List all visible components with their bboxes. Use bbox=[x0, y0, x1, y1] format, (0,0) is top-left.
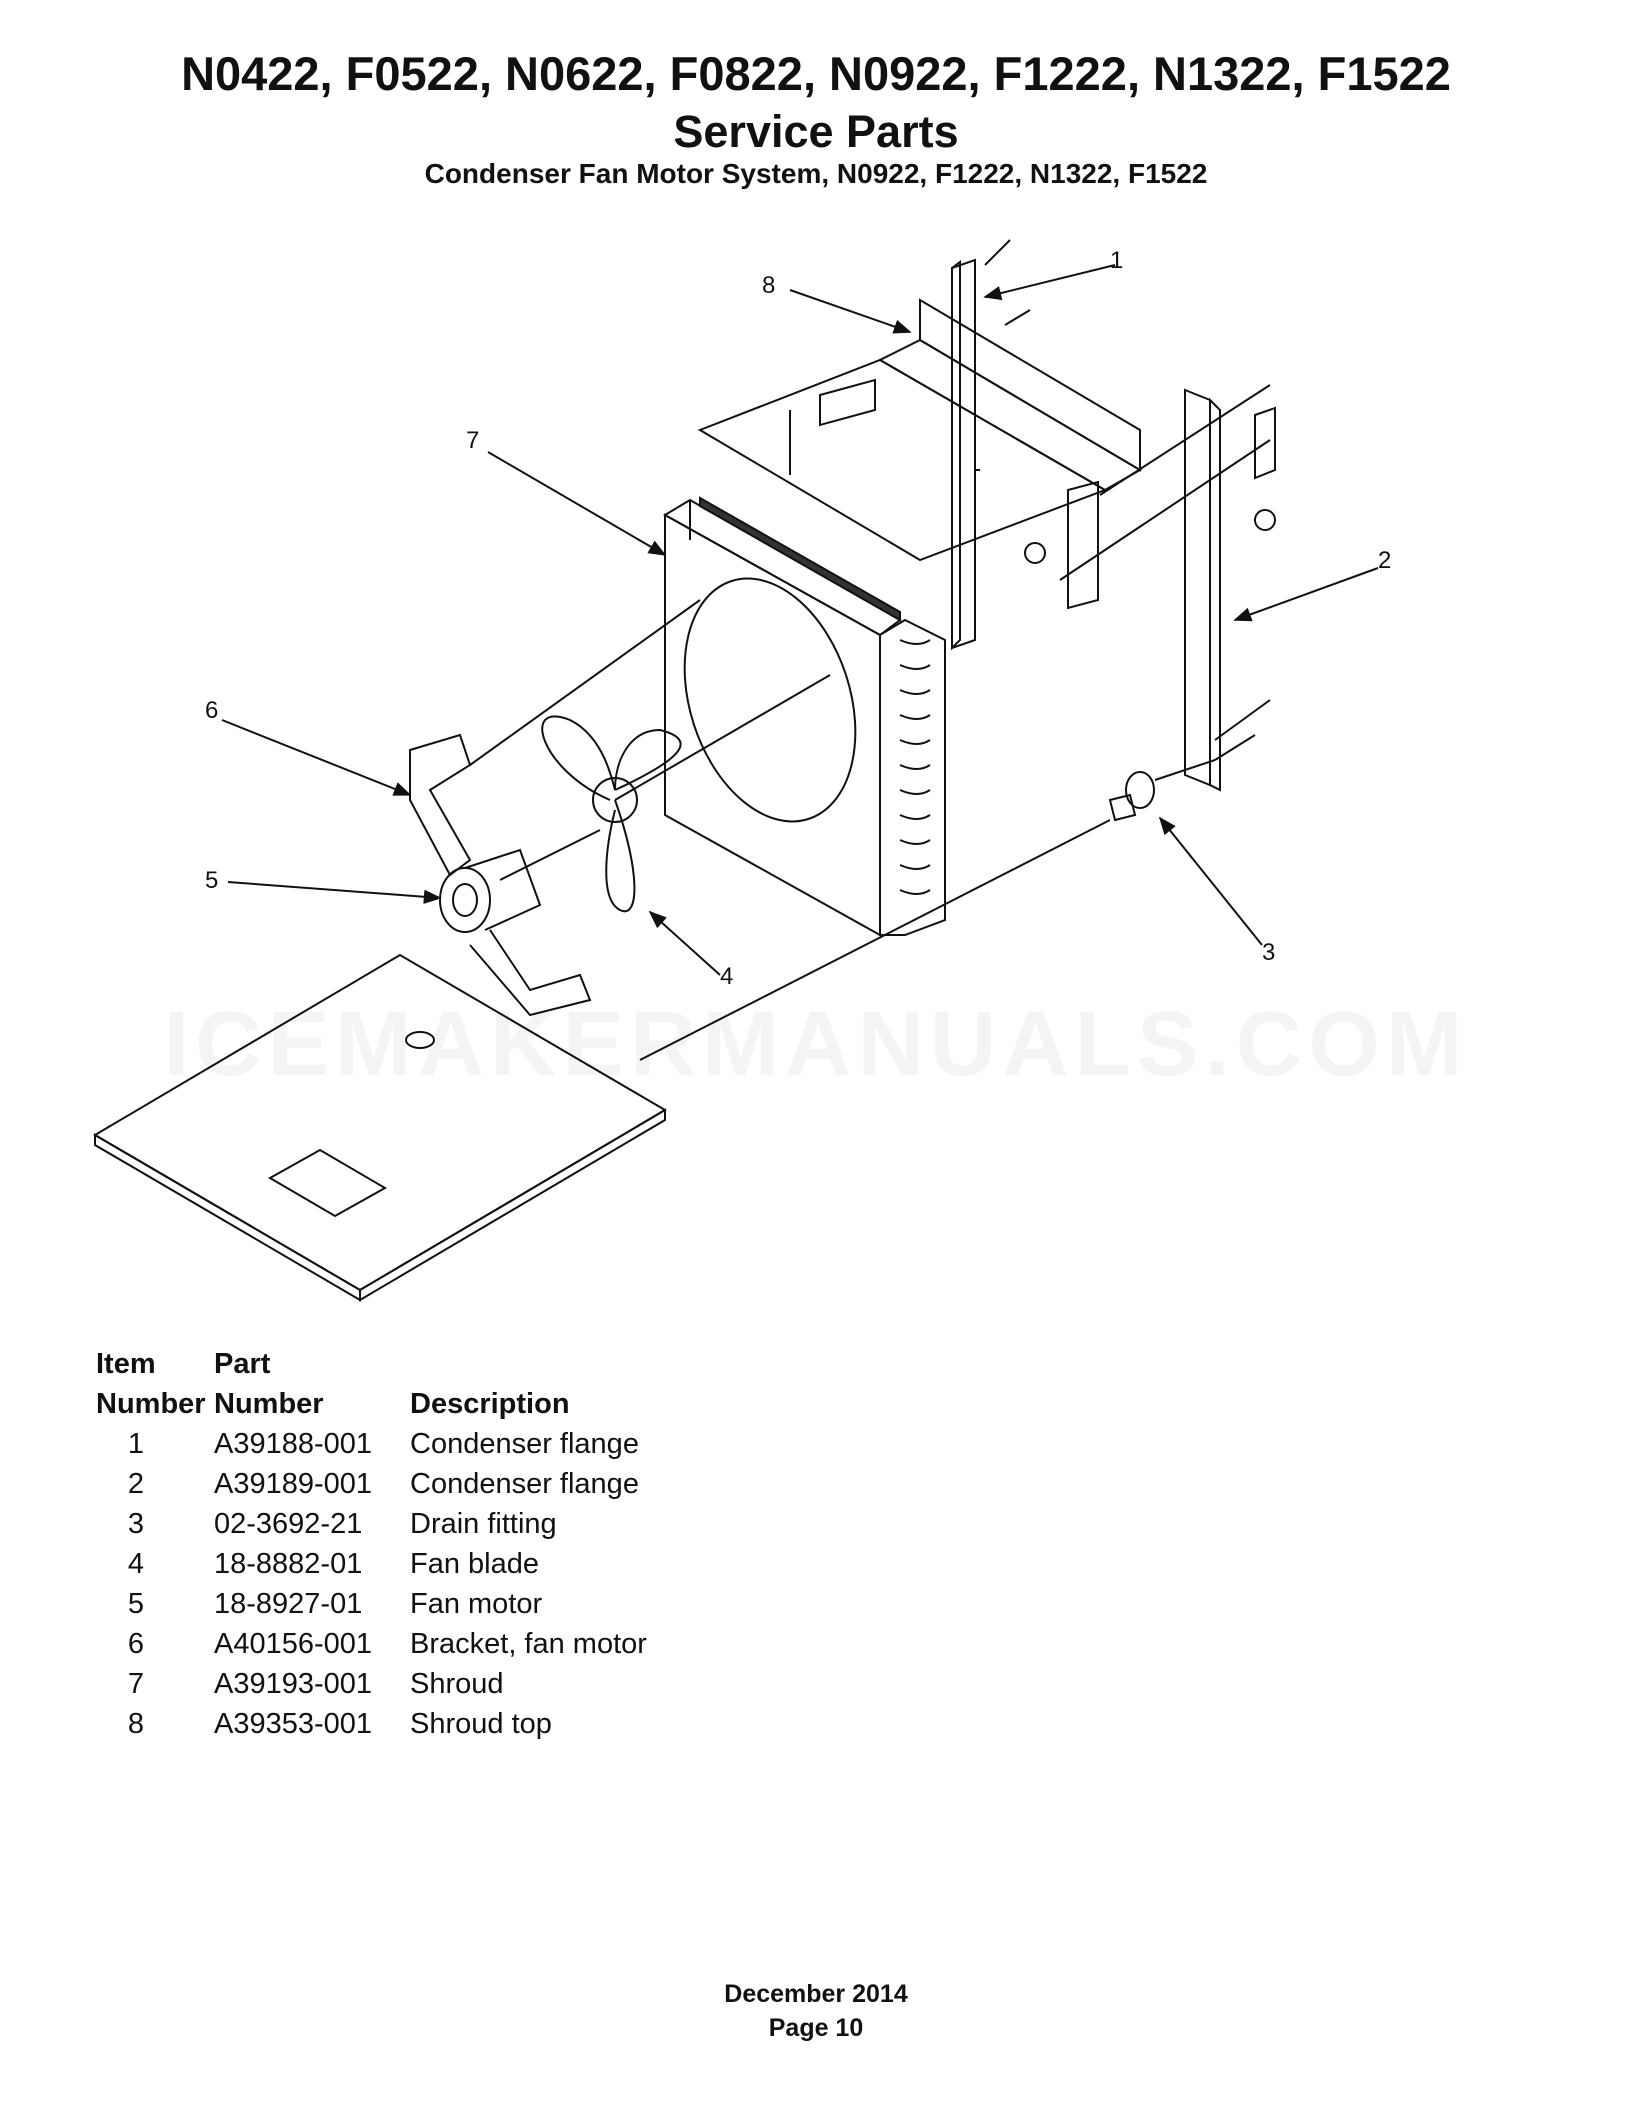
footer-date: December 2014 bbox=[724, 1980, 908, 2008]
part-number: A40156-001 bbox=[214, 1627, 373, 1660]
fan-motor-part bbox=[439, 829, 601, 933]
callout-5: 5 bbox=[205, 867, 218, 894]
shroud-top-part bbox=[697, 298, 1142, 562]
shroud-condenser-part bbox=[663, 496, 946, 937]
item-number: 2 bbox=[127, 1467, 145, 1500]
table-row: 7 A39193-001 Shroud bbox=[96, 1664, 647, 1704]
model-list-heading: N0422, F0522, N0622, F0822, N0922, F1222… bbox=[181, 47, 1451, 100]
callout-7: 7 bbox=[466, 427, 479, 454]
item-number: 4 bbox=[127, 1547, 145, 1580]
table-row: 8 A39353-001 Shroud top bbox=[96, 1704, 647, 1744]
part-description: Condenser flange bbox=[410, 1467, 639, 1500]
callout-6: 6 bbox=[205, 697, 218, 724]
base-pan-part bbox=[93, 819, 1111, 1302]
callout-1: 1 bbox=[1110, 247, 1123, 274]
part-number: 18-8882-01 bbox=[214, 1547, 363, 1580]
header-part-bottom: Number bbox=[214, 1387, 324, 1420]
page-number: Page 10 bbox=[768, 2014, 864, 2042]
item-number: 5 bbox=[127, 1587, 145, 1620]
part-number: A39353-001 bbox=[214, 1707, 373, 1740]
page-title: Service Parts bbox=[673, 106, 959, 157]
callout-3: 3 bbox=[1262, 939, 1275, 966]
fan-blade-part bbox=[541, 674, 831, 913]
drain-fitting-part bbox=[1108, 759, 1216, 822]
item-number: 8 bbox=[127, 1707, 145, 1740]
parts-table-header-row-1: Item Part bbox=[96, 1344, 647, 1384]
part-description: Bracket, fan motor bbox=[410, 1627, 647, 1660]
part-number: A39189-001 bbox=[214, 1467, 373, 1500]
table-row: 6 A40156-001 Bracket, fan motor bbox=[96, 1624, 647, 1664]
watermark: ICEMAKERMANUALS.COM bbox=[0, 992, 1632, 1097]
item-number: 7 bbox=[127, 1667, 145, 1700]
parts-table: Item Part Number Number Description 1 A3… bbox=[96, 1344, 647, 1744]
table-row: 2 A39189-001 Condenser flange bbox=[96, 1464, 647, 1504]
callout-2: 2 bbox=[1378, 547, 1391, 574]
page-subtitle: Condenser Fan Motor System, N0922, F1222… bbox=[424, 158, 1208, 189]
part-number: 02-3692-21 bbox=[214, 1507, 363, 1540]
header-item-top: Item bbox=[96, 1347, 156, 1380]
part-number: A39188-001 bbox=[214, 1427, 373, 1460]
part-description: Fan blade bbox=[410, 1547, 539, 1580]
item-number: 1 bbox=[127, 1427, 145, 1460]
part-description: Shroud bbox=[410, 1667, 504, 1700]
header-item-bottom: Number bbox=[96, 1387, 206, 1420]
table-row: 1 A39188-001 Condenser flange bbox=[96, 1424, 647, 1464]
callout-leaders bbox=[221, 264, 1379, 976]
exploded-parts-diagram: 1 8 2 3 4 5 6 7 bbox=[93, 239, 1391, 1302]
part-description: Condenser flange bbox=[410, 1427, 639, 1460]
item-number: 6 bbox=[127, 1627, 145, 1660]
header-part-top: Part bbox=[214, 1347, 271, 1380]
condenser-flange-left-part bbox=[951, 239, 1031, 651]
part-number: 18-8927-01 bbox=[214, 1587, 363, 1620]
callout-8: 8 bbox=[762, 272, 775, 299]
callout-4: 4 bbox=[720, 963, 733, 990]
part-description: Shroud top bbox=[410, 1707, 552, 1740]
table-row: 5 18-8927-01 Fan motor bbox=[96, 1584, 647, 1624]
table-row: 4 18-8882-01 Fan blade bbox=[96, 1544, 647, 1584]
parts-table-header-row-2: Number Number Description bbox=[96, 1384, 647, 1424]
header-description: Description bbox=[410, 1387, 570, 1420]
condenser-flange-right-part bbox=[1024, 384, 1276, 792]
part-description: Drain fitting bbox=[410, 1507, 557, 1540]
part-description: Fan motor bbox=[410, 1587, 543, 1620]
item-number: 3 bbox=[127, 1507, 145, 1540]
table-row: 3 02-3692-21 Drain fitting bbox=[96, 1504, 647, 1544]
part-number: A39193-001 bbox=[214, 1667, 373, 1700]
fan-motor-bracket-part bbox=[409, 599, 701, 1017]
